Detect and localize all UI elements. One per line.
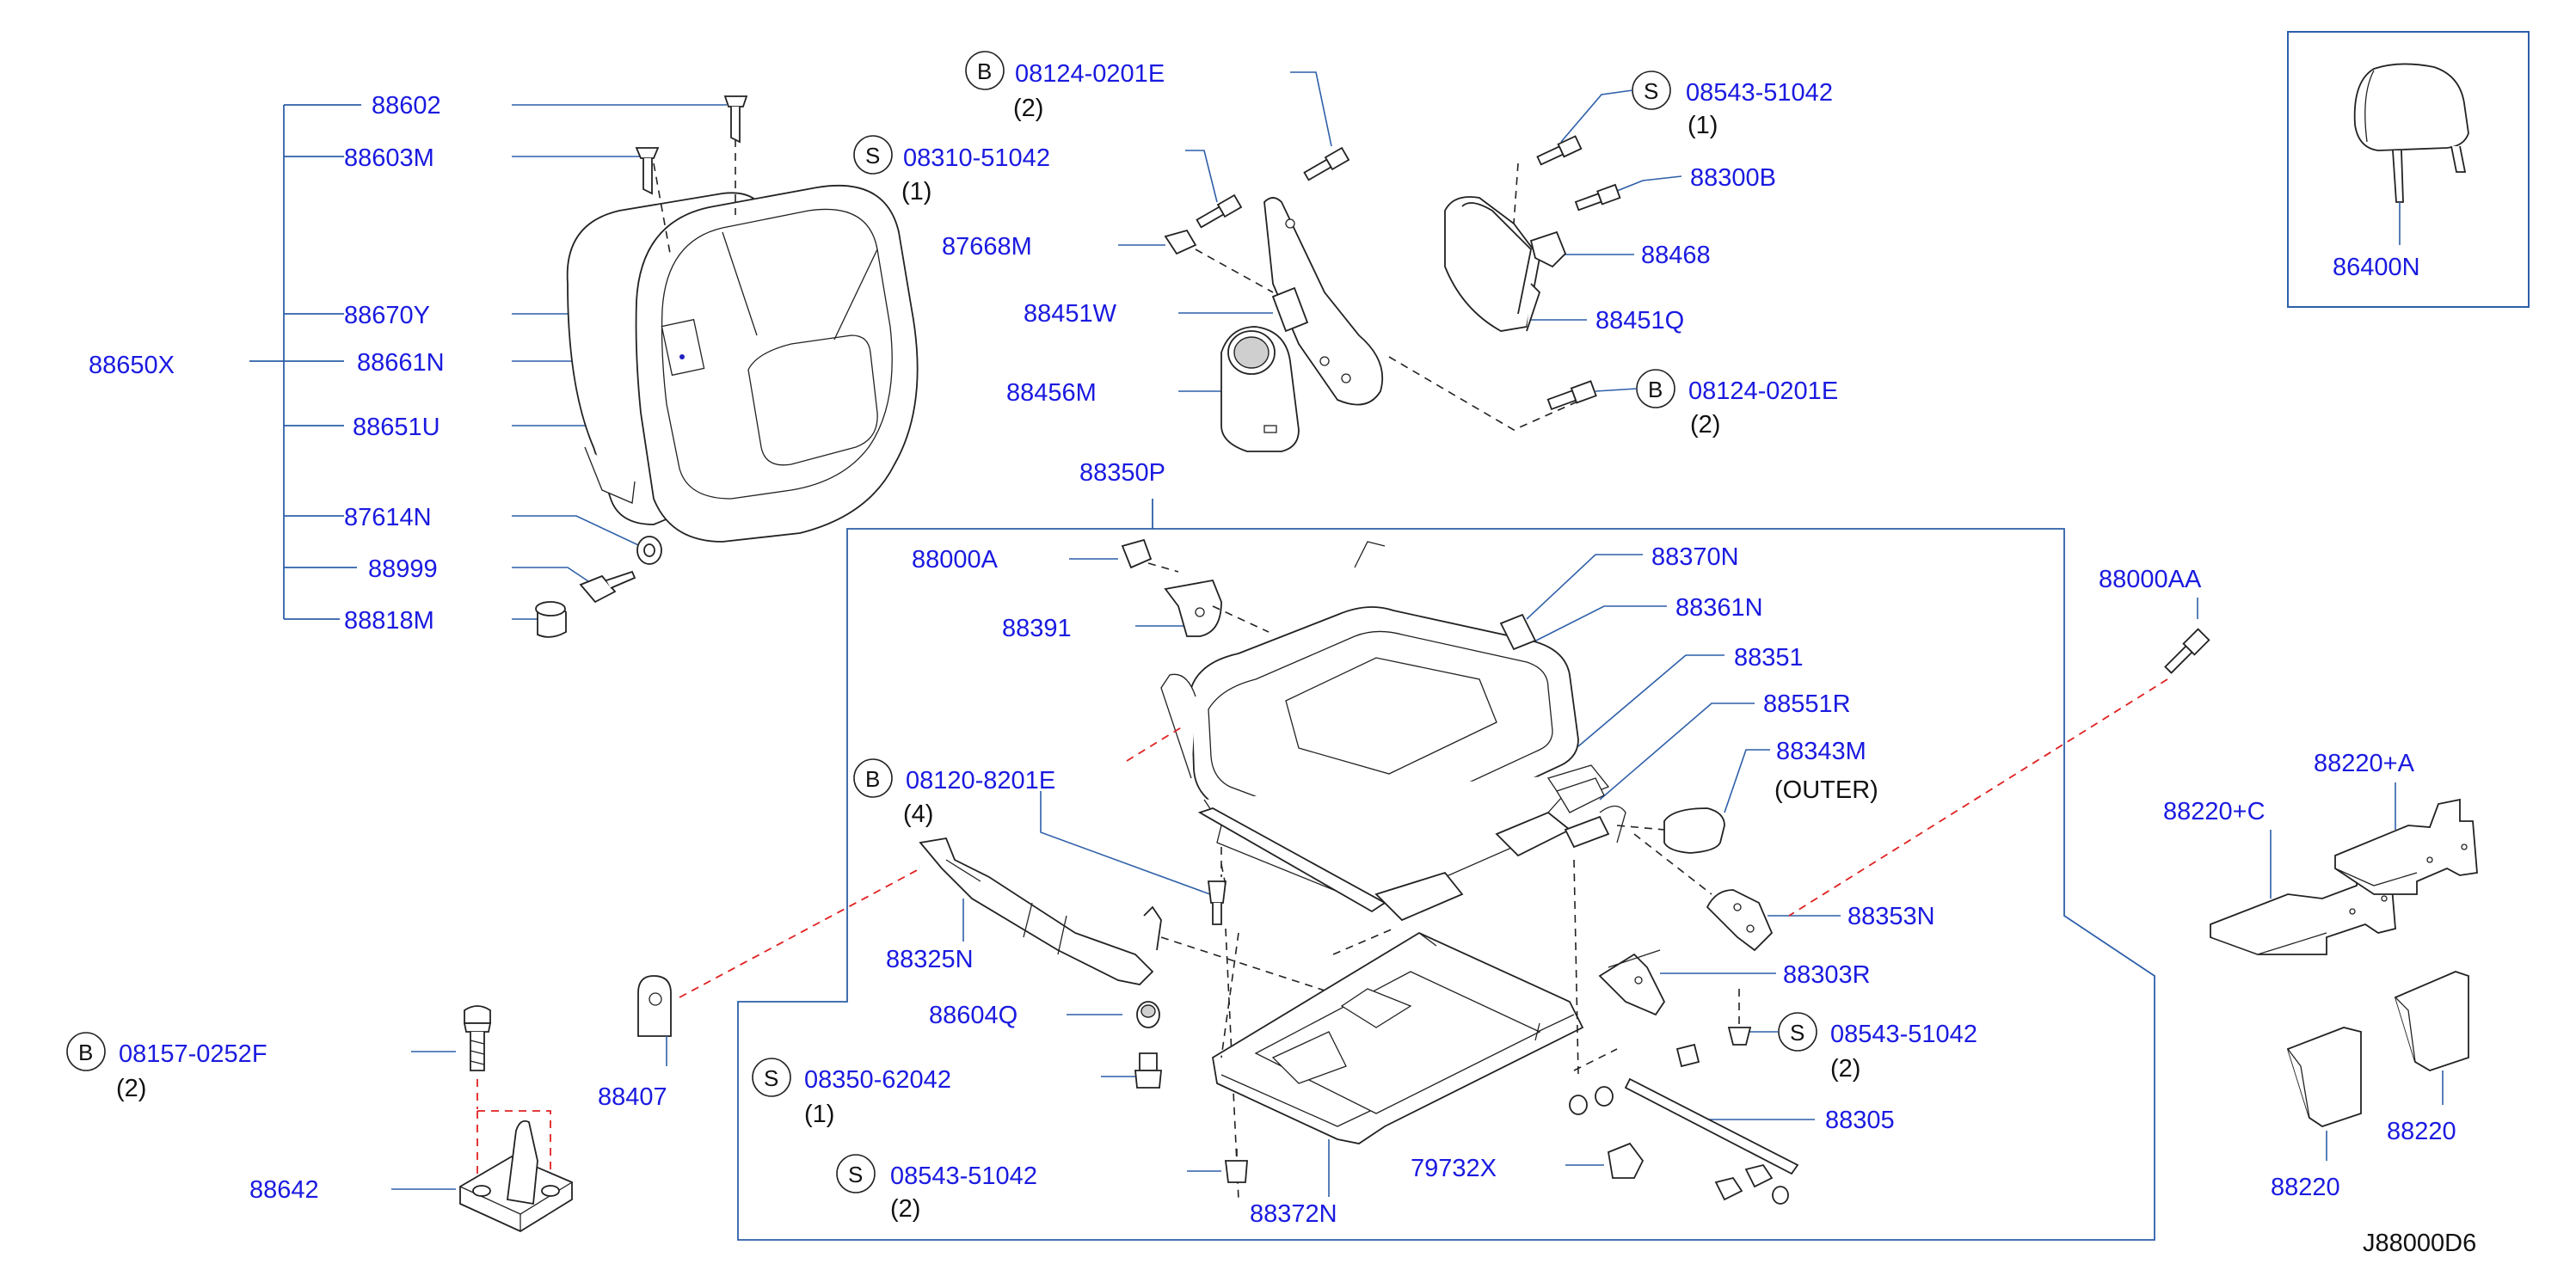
label-87668M[interactable]: 87668M xyxy=(942,233,1032,261)
label-88220-plus-C[interactable]: 88220+C xyxy=(2163,798,2266,825)
seat-back-illustration xyxy=(535,95,919,638)
label-88220-right[interactable]: 88220 xyxy=(2387,1118,2456,1145)
label-88451Q[interactable]: 88451Q xyxy=(1595,307,1684,334)
recliner-illustration xyxy=(1164,135,1621,452)
qty-08124-0201E-top: (2) xyxy=(1013,95,1043,122)
label-08310-51042[interactable]: 08310-51042 xyxy=(903,144,1050,172)
label-88370N[interactable]: 88370N xyxy=(1651,543,1739,571)
headrest-inset: 86400N xyxy=(2287,31,2530,308)
cushion-assembly-frame: 88350P xyxy=(737,459,2155,1241)
label-88325N[interactable]: 88325N xyxy=(886,946,974,973)
label-08157-0252F[interactable]: 08157-0252F xyxy=(119,1040,267,1068)
bracket-88407: 88407 xyxy=(598,726,1183,1111)
label-08124-0201E-right[interactable]: 08124-0201E xyxy=(1688,377,1838,405)
note-88343M-outer: (OUTER) xyxy=(1774,776,1878,804)
label-08543-51042-bottom[interactable]: 08543-51042 xyxy=(890,1163,1037,1190)
screw-marker: S xyxy=(1644,78,1658,104)
label-88353N[interactable]: 88353N xyxy=(1847,903,1935,930)
bolt-marker: B xyxy=(78,1040,93,1065)
bolt-marker: B xyxy=(1648,377,1663,402)
qty-08543-51042-right: (2) xyxy=(1830,1055,1860,1083)
label-88604Q[interactable]: 88604Q xyxy=(929,1002,1017,1029)
label-88602[interactable]: 88602 xyxy=(372,92,441,120)
label-88451W[interactable]: 88451W xyxy=(1024,300,1117,328)
label-88391[interactable]: 88391 xyxy=(1002,615,1072,642)
screw-marker: S xyxy=(764,1065,778,1091)
label-88372N[interactable]: 88372N xyxy=(1250,1200,1337,1228)
label-88551R[interactable]: 88551R xyxy=(1763,690,1851,718)
label-88000AA[interactable]: 88000AA xyxy=(2099,566,2202,593)
label-88351[interactable]: 88351 xyxy=(1734,644,1804,672)
label-88407[interactable]: 88407 xyxy=(598,1083,667,1111)
label-88603M[interactable]: 88603M xyxy=(344,144,434,172)
seat-back-callouts: 88602 88603M 88670Y 88661N 88650X 88651U… xyxy=(89,92,727,635)
screw-marker: S xyxy=(865,143,880,169)
label-88343M[interactable]: 88343M xyxy=(1776,738,1866,765)
label-88468[interactable]: 88468 xyxy=(1641,242,1711,269)
bolt-marker: B xyxy=(865,766,880,792)
label-88305[interactable]: 88305 xyxy=(1825,1107,1895,1134)
label-88000A[interactable]: 88000A xyxy=(912,546,999,574)
label-86400N[interactable]: 86400N xyxy=(2333,254,2420,281)
label-88456M[interactable]: 88456M xyxy=(1006,379,1097,407)
screw-marker: S xyxy=(1790,1020,1804,1046)
cushion-callouts: 88000A 88391 88370N 88361N 88351 88551R … xyxy=(752,543,1977,1228)
label-87614N[interactable]: 87614N xyxy=(344,504,432,531)
label-88642[interactable]: 88642 xyxy=(249,1176,319,1204)
label-88651U[interactable]: 88651U xyxy=(353,414,440,441)
label-08124-0201E-top[interactable]: 08124-0201E xyxy=(1015,60,1165,88)
label-88361N[interactable]: 88361N xyxy=(1675,594,1763,622)
bolt-marker: B xyxy=(977,58,992,84)
qty-08157-0252F: (2) xyxy=(116,1075,146,1102)
label-88220-left[interactable]: 88220 xyxy=(2271,1174,2340,1201)
label-88661N[interactable]: 88661N xyxy=(357,349,445,377)
recliner-callouts: B 08124-0201E (2) S 08310-51042 (1) 8766… xyxy=(853,51,1838,439)
label-79732X[interactable]: 79732X xyxy=(1411,1155,1497,1182)
label-08350-62042[interactable]: 08350-62042 xyxy=(804,1066,951,1094)
cushion-illustration xyxy=(919,538,1799,1205)
label-88350P[interactable]: 88350P xyxy=(1079,459,1165,487)
label-88303R[interactable]: 88303R xyxy=(1783,961,1871,989)
label-88300B[interactable]: 88300B xyxy=(1690,164,1776,192)
label-88670Y[interactable]: 88670Y xyxy=(344,302,430,329)
bolt-88000AA: 88000AA xyxy=(1788,566,2210,917)
qty-08124-0201E-right: (2) xyxy=(1690,411,1720,439)
qty-08543-51042-bottom: (2) xyxy=(890,1195,920,1223)
label-08120-8201E[interactable]: 08120-8201E xyxy=(906,767,1055,794)
label-88999[interactable]: 88999 xyxy=(368,555,438,583)
label-88818M[interactable]: 88818M xyxy=(344,607,434,635)
label-88220-plus-A[interactable]: 88220+A xyxy=(2314,750,2415,777)
label-88650X[interactable]: 88650X xyxy=(89,352,175,379)
qty-08310-51042: (1) xyxy=(901,178,931,206)
bracket-88642: B 08157-0252F (2) 88642 xyxy=(66,1005,573,1233)
qty-08120-8201E: (4) xyxy=(903,801,933,828)
label-08543-51042-right[interactable]: 08543-51042 xyxy=(1830,1021,1977,1048)
label-08543-51042-top[interactable]: 08543-51042 xyxy=(1686,79,1833,107)
covers-88220: 88220+C 88220+A 88220 88220 xyxy=(2163,750,2478,1201)
screw-marker: S xyxy=(848,1162,863,1187)
qty-08350-62042: (1) xyxy=(804,1101,834,1128)
diagram-code: J88000D6 xyxy=(2363,1230,2476,1257)
qty-08543-51042-top: (1) xyxy=(1688,112,1718,139)
